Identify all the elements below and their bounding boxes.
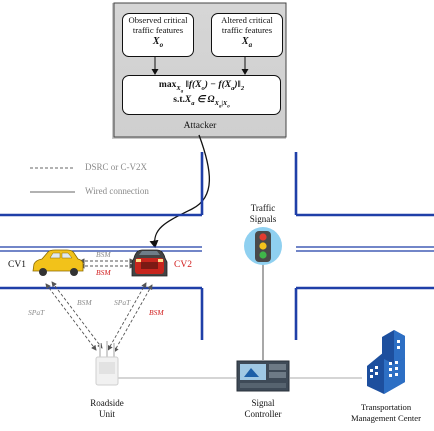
- cv2-label: CV2: [174, 260, 192, 270]
- bsm-label-top: BSM: [96, 250, 111, 259]
- bsm-label-bottom: BSM: [96, 268, 111, 277]
- objective-norm: 2: [240, 84, 245, 92]
- cv2-rsu-link-a: [107, 282, 147, 351]
- objective-max-var-sub: a: [180, 89, 184, 95]
- observed-line2: traffic features: [132, 25, 184, 35]
- signal-controller-icon: [236, 360, 290, 392]
- spat-label-left: SPaT: [28, 308, 45, 317]
- altered-features-label: Altered critical traffic features Xa: [211, 15, 283, 50]
- observed-symbol-x: X: [152, 36, 160, 47]
- cv2-rsu-link-b: [113, 284, 153, 353]
- objective-max-var: X: [176, 84, 181, 92]
- traffic-signals-label: Traffic Signals: [233, 203, 293, 225]
- constraint-expression: Xa ∈ ΩXa|Xo: [184, 95, 230, 110]
- spat-label-right: SPaT: [114, 298, 131, 307]
- signal-controller-line2: Controller: [244, 409, 282, 419]
- cv1-rsu-link-b: [51, 281, 103, 349]
- constraint-x-sub: a: [191, 99, 195, 107]
- objective-expr-c: )‖: [234, 80, 241, 90]
- tmc-line2: Management Center: [351, 413, 421, 423]
- constraint-omega-x: X: [214, 99, 219, 107]
- cv1-car-icon: [32, 249, 84, 276]
- roadside-unit-line1: Roadside: [90, 398, 124, 408]
- legend-wired-label: Wired connection: [85, 186, 149, 196]
- objective-expr-sub1: o: [201, 84, 205, 92]
- altered-features-box: [211, 13, 283, 57]
- traffic-signals-line2: Signals: [249, 214, 277, 224]
- attacker-label: Attacker: [183, 121, 217, 131]
- tmc-building-icon: [367, 330, 405, 394]
- altered-symbol-sub: a: [248, 41, 253, 49]
- altered-line1: Altered critical: [221, 15, 273, 25]
- observed-features-label: Observed critical traffic features Xo: [122, 15, 194, 50]
- objective-box: [122, 75, 281, 115]
- objective-expr-a: ‖f(X: [185, 80, 202, 90]
- tmc-label: Transportation Management Center: [338, 402, 434, 424]
- constraint-bar: |X: [221, 99, 228, 107]
- altered-symbol: Xa: [211, 37, 283, 50]
- objective-expression: ‖f(Xo) − f(Xa)‖2: [185, 80, 245, 92]
- constraint-in: ∈ Ω: [194, 95, 215, 105]
- road-network: [0, 152, 434, 340]
- signal-controller-label: Signal Controller: [228, 398, 298, 420]
- bsm-label-right: BSM: [149, 308, 164, 317]
- objective-expr-b: ) − f(X: [204, 80, 232, 90]
- bsm-label-left: BSM: [77, 298, 92, 307]
- traffic-signals-line1: Traffic: [250, 203, 276, 213]
- constraint-omega-x-sub: a: [218, 104, 222, 110]
- roadside-unit-line2: Unit: [98, 409, 115, 419]
- traffic-signal-icon: [244, 227, 282, 265]
- objective-expr-sub2: a: [231, 84, 235, 92]
- roadside-unit-label: Roadside Unit: [72, 398, 142, 420]
- constraint-omega-sub: Xa|Xo: [214, 99, 230, 110]
- attacker-to-cv2-link: [149, 134, 211, 249]
- constraint-bar-sub: o: [227, 104, 230, 110]
- cv1-rsu-link-a: [45, 283, 97, 351]
- cv1-label: CV1: [8, 260, 26, 270]
- objective-line2: s.t.Xa ∈ ΩXa|Xo: [122, 94, 281, 113]
- objective-max: max: [158, 80, 177, 90]
- tmc-line1: Transportation: [360, 402, 412, 412]
- cv2-car-icon: [131, 249, 168, 277]
- observed-symbol-sub: o: [159, 41, 164, 49]
- objective-line1: maxXa ‖f(Xo) − f(Xa)‖2: [122, 79, 281, 98]
- observed-features-box: [122, 13, 194, 57]
- constraint-x: X: [184, 95, 192, 105]
- constraint-st: s.t.: [173, 95, 185, 105]
- observed-line1: Observed critical: [128, 15, 188, 25]
- observed-symbol: Xo: [122, 37, 194, 50]
- signal-controller-line1: Signal: [251, 398, 275, 408]
- objective-max-sub: Xa: [176, 84, 184, 95]
- legend-dsrc-label: DSRC or C-V2X: [85, 162, 148, 172]
- roadside-unit-icon: [95, 341, 119, 386]
- altered-symbol-x: X: [241, 36, 249, 47]
- altered-line2: traffic features: [221, 25, 273, 35]
